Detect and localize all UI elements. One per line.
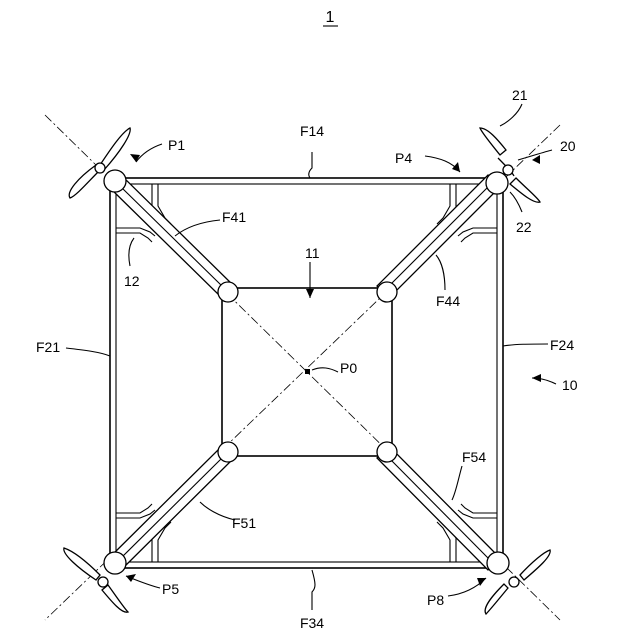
label-f51: F51 [232,515,256,531]
label-p0: P0 [340,360,357,376]
label-rotor-unit: 20 [560,138,576,154]
arrow-p4 [452,162,460,172]
label-drone: 10 [562,377,578,393]
arrow-p5 [126,574,136,582]
joint-upper-left [218,282,238,302]
label-p1: P1 [168,137,185,153]
label-propeller: 21 [512,87,528,103]
label-f14: F14 [300,123,324,139]
joint-lower-left [218,442,238,462]
label-p5: P5 [162,581,179,597]
arm-lower-left [109,446,234,570]
label-body: 11 [305,245,320,261]
label-motor: 22 [516,219,532,235]
label-p8: P8 [427,592,444,608]
center-point-marker [305,369,310,374]
arrow-rotor-unit [532,155,540,164]
motor-lower-right [487,552,509,574]
label-f44: F44 [436,293,460,309]
label-f24: F24 [550,337,574,353]
label-f54: F54 [462,449,486,465]
figure-number: 1 [326,9,335,26]
label-f34: F34 [300,615,324,631]
joint-upper-right [377,282,397,302]
joint-lower-right [377,442,397,462]
arrow-p1 [130,154,140,162]
arrow-drone [532,374,541,382]
label-f21: F21 [36,339,60,355]
motor-upper-left [104,170,126,192]
arm-upper-right [377,175,500,298]
motor-lower-left [104,552,126,574]
arrow-body [306,289,314,298]
motor-upper-right [486,172,508,194]
label-f41: F41 [222,209,246,225]
label-frame: 12 [124,273,140,289]
label-p4: P4 [395,150,412,166]
